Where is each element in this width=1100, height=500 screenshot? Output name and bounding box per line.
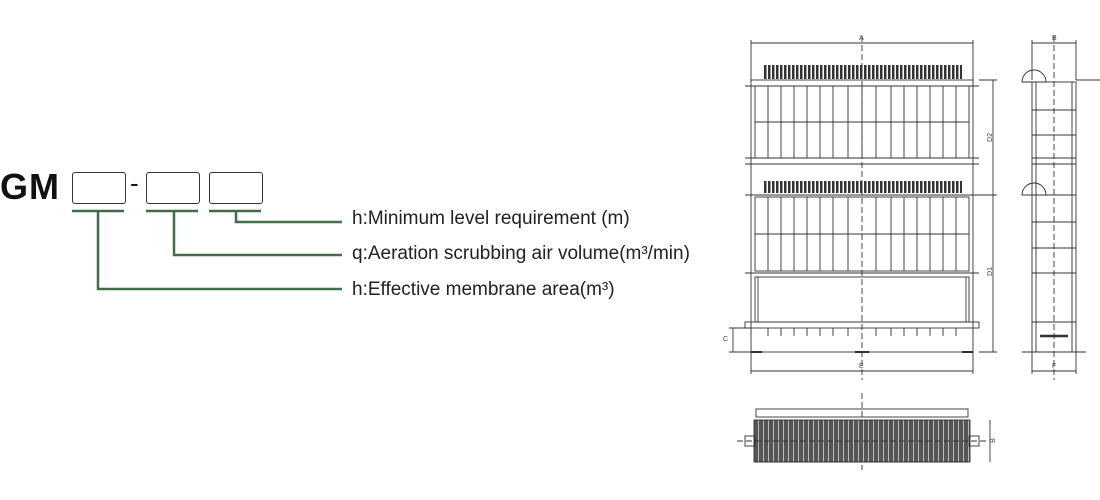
dim-label-d1: D1: [986, 267, 994, 276]
front-view: [729, 36, 997, 380]
separator-dash: -: [130, 168, 139, 198]
dim-label-e: E: [859, 363, 864, 370]
min-level-box: [209, 172, 263, 204]
legend-min-level: h:Minimum level requirement (m): [352, 208, 630, 229]
model-code-prefix: GM: [0, 166, 60, 207]
plan-view: [737, 393, 991, 470]
dim-label-b: B: [1052, 35, 1057, 42]
dim-label-f: F: [1052, 363, 1057, 370]
dim-label-d2: D2: [986, 133, 994, 142]
dim-label-a: A: [859, 35, 864, 42]
dim-label-b-plan: B: [989, 438, 997, 443]
legend-air-volume: q:Aeration scrubbing air volume(m³/min): [352, 243, 690, 264]
membrane-area-box: [72, 172, 126, 204]
legend-membrane-area: h:Effective membrane area(m³): [352, 279, 615, 300]
air-volume-box: [146, 172, 200, 204]
side-view: [1021, 36, 1100, 380]
dim-label-c: C: [723, 336, 729, 343]
